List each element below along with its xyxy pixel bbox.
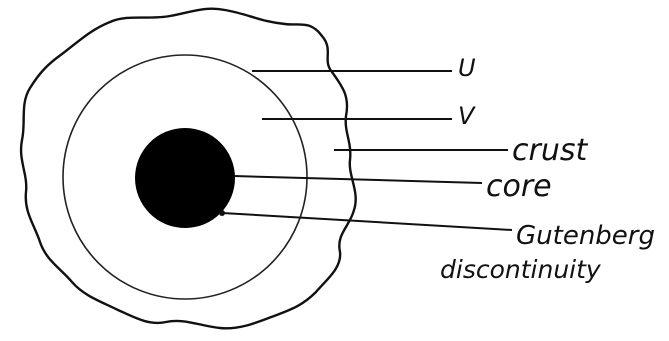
leader-line-gutenberg bbox=[222, 213, 512, 230]
label-u: U bbox=[458, 54, 476, 82]
label-crust: crust bbox=[512, 133, 588, 168]
leader-line-core bbox=[234, 176, 482, 183]
label-discontinuity: discontinuity bbox=[440, 255, 602, 284]
gutenberg-marker bbox=[219, 210, 225, 216]
label-v: V bbox=[458, 102, 476, 130]
label-gutenberg: Gutenberg bbox=[516, 221, 655, 251]
label-core: core bbox=[486, 169, 552, 204]
